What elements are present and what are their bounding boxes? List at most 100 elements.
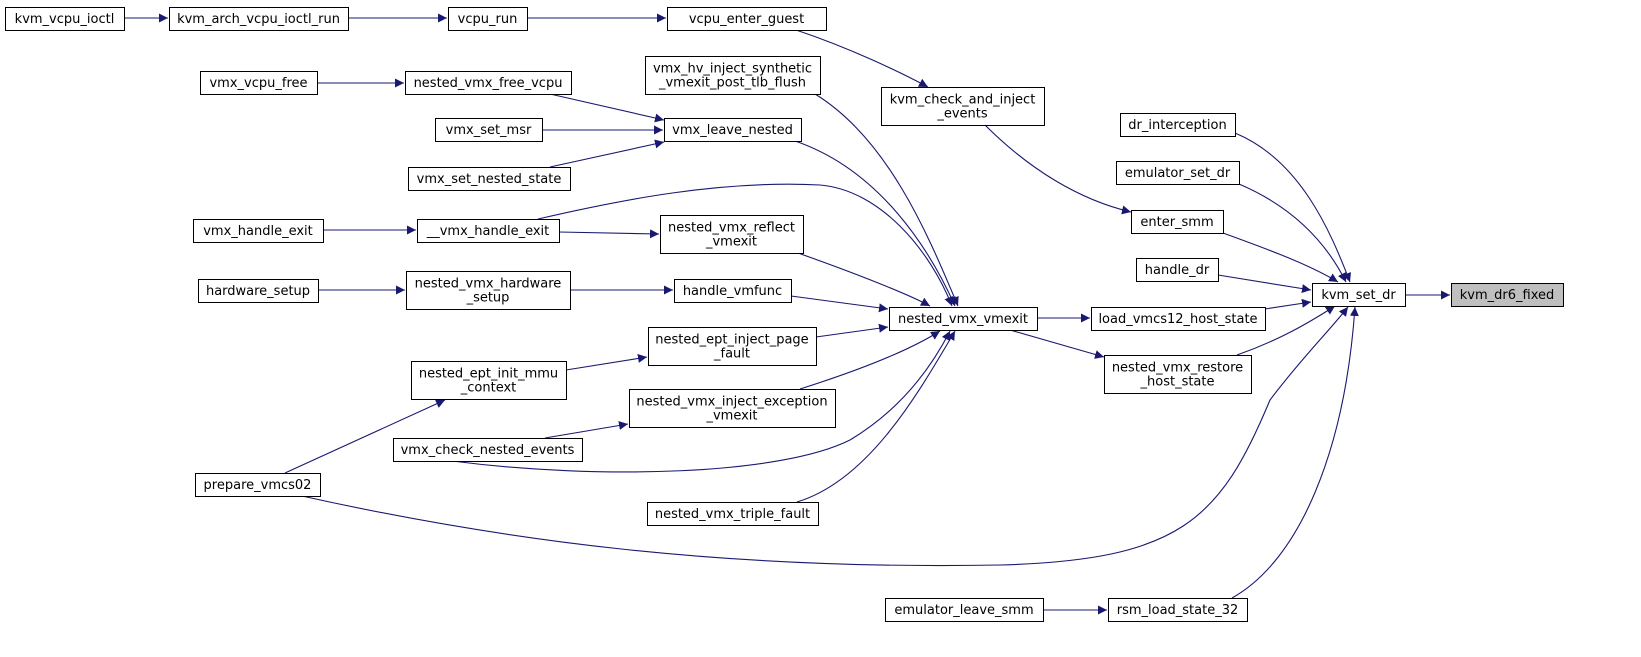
node-box[interactable] [889, 307, 1038, 331]
node-label: handle_dr [1145, 263, 1210, 278]
node-box[interactable] [198, 279, 319, 303]
node-vmx-check-nested-events[interactable]: vmx_check_nested_events [393, 438, 583, 462]
node-box[interactable] [1451, 283, 1564, 307]
node-box[interactable] [408, 167, 571, 191]
node-kvm-set-dr[interactable]: kvm_set_dr [1312, 283, 1406, 307]
edge-enter-smm-to-kvm-set-dr [1222, 232, 1339, 283]
node-emulator-set-dr[interactable]: emulator_set_dr [1116, 161, 1240, 185]
node-label: _vmexit [705, 409, 757, 424]
node-dr-interception[interactable]: dr_interception [1120, 113, 1236, 137]
node-box[interactable] [435, 118, 543, 142]
node-box[interactable] [645, 56, 821, 95]
node-vmx-set-msr[interactable]: vmx_set_msr [435, 118, 543, 142]
node-kvm-arch-vcpu-ioctl-run[interactable]: kvm_arch_vcpu_ioctl_run [169, 7, 349, 31]
edge-arrow [1264, 298, 1312, 310]
node-nested-vmx-free-vcpu[interactable]: nested_vmx_free_vcpu [405, 71, 572, 95]
node-box[interactable] [448, 7, 528, 31]
node-box[interactable] [629, 389, 836, 428]
edge-arrow [795, 29, 929, 88]
node-label: handle_vmfunc [683, 284, 782, 299]
node-label: nested_vmx_hardware [415, 277, 562, 292]
node-label: _vmexit [705, 235, 757, 250]
node-nested-vmx-triple-fault[interactable]: nested_vmx_triple_fault [647, 502, 819, 526]
node-vmx-handle-exit[interactable]: vmx_handle_exit [193, 219, 324, 243]
node-box[interactable] [1116, 161, 1240, 185]
node-box[interactable] [1312, 283, 1406, 307]
node-box[interactable] [200, 71, 318, 95]
node-vmx-hv-inject[interactable]: vmx_hv_inject_synthetic_vmexit_post_tlb_… [645, 56, 821, 95]
edge-nested-vmx-restore-to-kvm-set-dr [1236, 305, 1336, 356]
node-box[interactable] [647, 502, 819, 526]
node-label: nested_vmx_restore [1112, 361, 1243, 376]
node-box[interactable] [406, 271, 571, 310]
node-kvm-vcpu-ioctl[interactable]: kvm_vcpu_ioctl [5, 7, 125, 31]
node-hardware-setup[interactable]: hardware_setup [198, 279, 319, 303]
edge-dr-interception-to-kvm-set-dr [1234, 132, 1351, 283]
node-box[interactable] [664, 118, 802, 142]
node-nested-vmx-hardware-setup[interactable]: nested_vmx_hardware_setup [406, 271, 571, 310]
node-label: vcpu_run [458, 12, 518, 27]
node-box[interactable] [405, 71, 572, 95]
node-box[interactable] [1104, 355, 1252, 394]
node-nested-vmx-restore[interactable]: nested_vmx_restore_host_state [1104, 355, 1252, 394]
node-nested-ept-inject-page[interactable]: nested_ept_inject_page_fault [648, 327, 817, 366]
node-rsm-load-state-32[interactable]: rsm_load_state_32 [1108, 598, 1248, 622]
node-box[interactable] [648, 327, 817, 366]
node-emulator-leave-smm[interactable]: emulator_leave_smm [885, 598, 1044, 622]
edge-nested-vmx-inject-exception-to-nested-vmx-vmexit [799, 330, 941, 390]
edge-nested-ept-init-mmu-to-nested-ept-inject-page [565, 353, 648, 371]
node-label: kvm_dr6_fixed [1460, 288, 1555, 303]
node-box[interactable] [881, 87, 1045, 126]
node-box[interactable] [5, 7, 125, 31]
node-box[interactable] [885, 598, 1044, 622]
edge-arrow [565, 353, 648, 371]
node-nested-vmx-inject-exception[interactable]: nested_vmx_inject_exception_vmexit [629, 389, 836, 428]
node-vmx-set-nested-state[interactable]: vmx_set_nested_state [408, 167, 571, 191]
node-label: rsm_load_state_32 [1117, 603, 1239, 618]
node-kvm-check-and-inject[interactable]: kvm_check_and_inject_events [881, 87, 1045, 126]
node-handle-vmfunc[interactable]: handle_vmfunc [674, 279, 792, 303]
node-box[interactable] [193, 219, 324, 243]
edge-vmx-handle-exit-to-nested-vmx-vmexit [537, 183, 953, 307]
node-vcpu-run[interactable]: vcpu_run [448, 7, 528, 31]
node-box[interactable] [169, 7, 349, 31]
node-box[interactable] [660, 215, 804, 254]
node-box[interactable] [393, 438, 583, 462]
node-label: kvm_vcpu_ioctl [15, 12, 115, 27]
edge-kvm-check-and-inject-to-enter-smm [984, 124, 1132, 215]
node-box[interactable] [1108, 598, 1248, 622]
node-vmx-handle-exit[interactable]: __vmx_handle_exit [417, 219, 560, 243]
node-box[interactable] [1136, 258, 1219, 282]
node-prepare-vmcs02[interactable]: prepare_vmcs02 [195, 473, 321, 497]
node-label: nested_vmx_vmexit [898, 312, 1028, 327]
node-label: __vmx_handle_exit [426, 224, 550, 239]
node-handle-dr[interactable]: handle_dr [1136, 258, 1219, 282]
node-box[interactable] [1091, 307, 1266, 331]
node-label: _setup [466, 291, 510, 306]
node-nested-vmx-vmexit[interactable]: nested_vmx_vmexit [889, 307, 1038, 331]
node-label: vmx_set_nested_state [417, 172, 562, 187]
edge-load-vmcs12-host-state-to-kvm-set-dr [1264, 298, 1312, 310]
node-box[interactable] [411, 361, 567, 400]
node-box[interactable] [417, 219, 560, 243]
node-label: nested_vmx_free_vcpu [414, 76, 563, 91]
edge-nested-vmx-triple-fault-to-nested-vmx-vmexit [796, 330, 956, 503]
node-kvm-dr6-fixed[interactable]: kvm_dr6_fixed [1451, 283, 1564, 307]
node-load-vmcs12-host-state[interactable]: load_vmcs12_host_state [1091, 307, 1266, 331]
node-box[interactable] [195, 473, 321, 497]
edge-arrow [549, 139, 665, 168]
nodes-layer: kvm_vcpu_ioctl kvm_arch_vcpu_ioctl_run vcp… [5, 7, 1564, 622]
node-vmx-leave-nested[interactable]: vmx_leave_nested [664, 118, 802, 142]
node-nested-ept-init-mmu[interactable]: nested_ept_init_mmu_context [411, 361, 567, 400]
node-box[interactable] [1131, 210, 1224, 234]
edge-prepare-vmcs02-to-nested-ept-init-mmu [284, 399, 446, 474]
node-label: emulator_leave_smm [894, 603, 1033, 618]
node-box[interactable] [674, 279, 792, 303]
node-box[interactable] [1120, 113, 1236, 137]
node-box[interactable] [667, 7, 827, 31]
node-nested-vmx-reflect[interactable]: nested_vmx_reflect_vmexit [660, 215, 804, 254]
node-vcpu-enter-guest[interactable]: vcpu_enter_guest [667, 7, 827, 31]
node-enter-smm[interactable]: enter_smm [1131, 210, 1224, 234]
node-vmx-vcpu-free[interactable]: vmx_vcpu_free [200, 71, 318, 95]
